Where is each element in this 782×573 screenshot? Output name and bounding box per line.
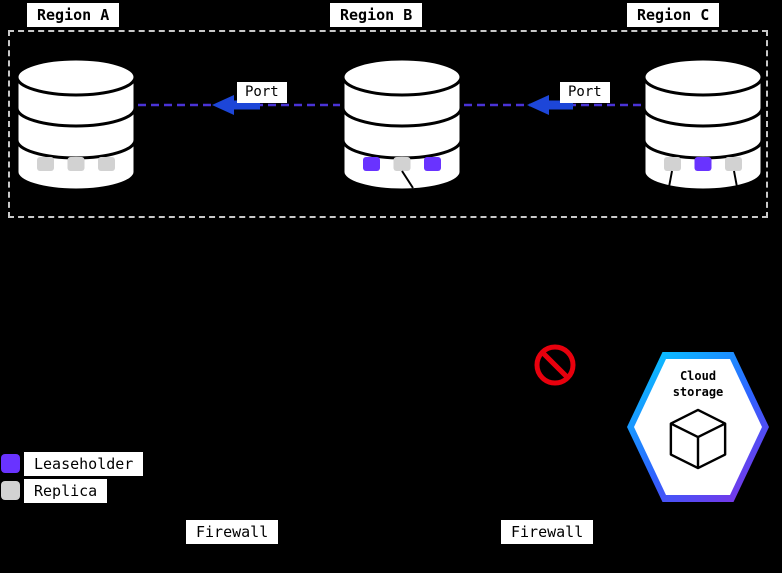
firewall-label-2: Firewall	[501, 520, 594, 544]
replica-marker	[98, 157, 115, 171]
cube-icon	[669, 408, 727, 470]
database-icon	[15, 57, 137, 192]
leaseholder-marker	[363, 157, 380, 171]
replica-marker	[37, 157, 54, 171]
region-a-label: Region A	[27, 3, 120, 27]
replica-marker	[393, 157, 411, 171]
leaseholder-marker	[694, 157, 712, 171]
legend-replica-swatch	[1, 481, 20, 500]
replica-marker	[725, 157, 742, 171]
port-label: Port	[560, 82, 610, 103]
firewall-label-1: Firewall	[186, 520, 279, 544]
blocked-icon	[534, 344, 576, 386]
legend-leaseholder-label: Leaseholder	[24, 452, 144, 476]
database-region-c	[641, 56, 765, 194]
replication-link-b-c	[464, 94, 641, 116]
database-icon	[642, 57, 764, 192]
deployment-boundary	[8, 30, 768, 218]
replica-marker	[67, 157, 85, 171]
leaseholder-marker	[424, 157, 441, 171]
legend-replica-label: Replica	[24, 479, 108, 503]
arrow-left-icon	[527, 95, 573, 115]
port-label: Port	[237, 82, 287, 103]
cloud-storage-node: Cloud storage	[627, 352, 769, 502]
replica-marker	[664, 157, 681, 171]
replication-link-a-b	[138, 94, 340, 116]
cloud-storage-label: Cloud storage	[672, 369, 724, 399]
arrow-left-icon	[212, 95, 260, 115]
region-c-label: Region C	[627, 3, 720, 27]
cloud-storage-body: Cloud storage	[634, 359, 762, 495]
region-b-label: Region B	[330, 3, 423, 27]
database-icon	[341, 57, 463, 192]
legend-leaseholder-swatch	[1, 454, 20, 473]
database-region-b	[340, 56, 464, 194]
database-region-a	[14, 56, 138, 194]
